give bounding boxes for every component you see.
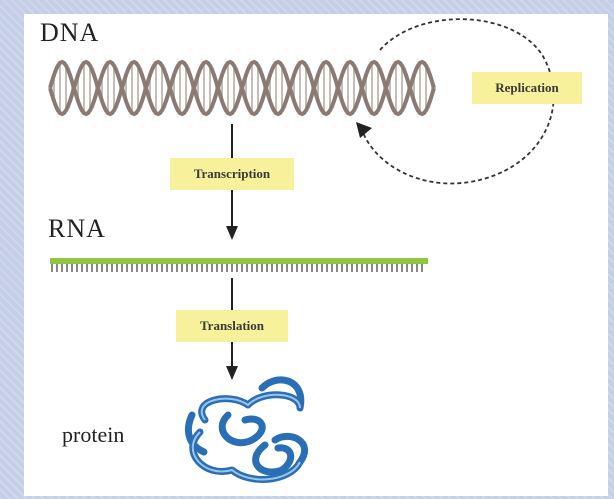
dna-label: DNA [40,18,99,48]
replication-tag: Replication [472,72,582,104]
rna-label: RNA [48,214,106,244]
protein-structure [188,380,304,480]
translation-tag: Translation [176,310,288,342]
transcription-arrowhead [226,226,238,240]
dna-double-helix [48,52,438,124]
transcription-tag: Transcription [170,158,294,190]
rna-strand [50,258,428,272]
translation-arrowhead [226,366,238,380]
protein-label: protein [62,422,124,448]
